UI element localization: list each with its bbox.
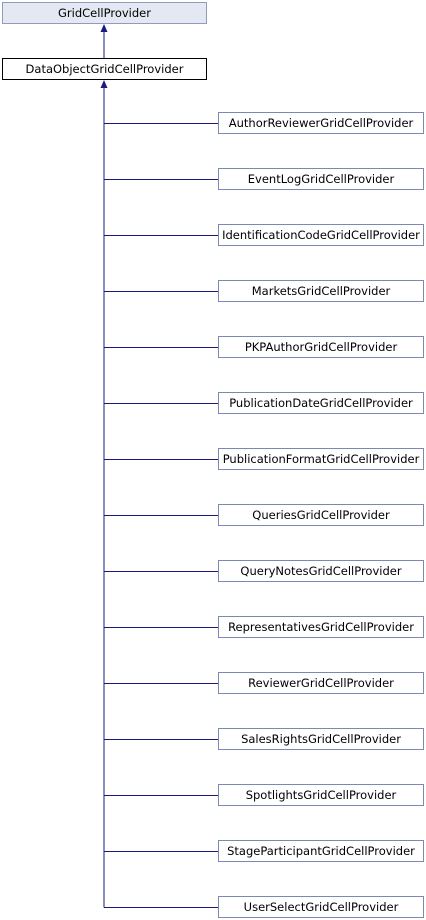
arrowhead-focus bbox=[100, 80, 108, 88]
focus-class-node[interactable]: DataObjectGridCellProvider bbox=[2, 58, 207, 80]
subclass-node[interactable]: PKPAuthorGridCellProvider bbox=[218, 336, 424, 358]
subclass-label: MarketsGridCellProvider bbox=[251, 284, 391, 298]
subclass-node[interactable]: ReviewerGridCellProvider bbox=[218, 672, 424, 694]
subclass-node[interactable]: UserSelectGridCellProvider bbox=[218, 896, 424, 918]
arrowhead-base bbox=[100, 24, 108, 32]
subclass-node[interactable]: RepresentativesGridCellProvider bbox=[218, 616, 424, 638]
subclass-label: ReviewerGridCellProvider bbox=[248, 676, 394, 690]
subclass-label: AuthorReviewerGridCellProvider bbox=[228, 116, 414, 130]
subclass-node[interactable]: AuthorReviewerGridCellProvider bbox=[218, 112, 424, 134]
subclass-label: IdentificationCodeGridCellProvider bbox=[222, 228, 420, 242]
subclass-node[interactable]: PublicationFormatGridCellProvider bbox=[218, 448, 424, 470]
subclass-label: PublicationDateGridCellProvider bbox=[229, 396, 413, 410]
subclass-label: QueriesGridCellProvider bbox=[252, 508, 390, 522]
subclass-node[interactable]: PublicationDateGridCellProvider bbox=[218, 392, 424, 414]
subclass-label: QueryNotesGridCellProvider bbox=[240, 564, 402, 578]
subclass-node[interactable]: QueryNotesGridCellProvider bbox=[218, 560, 424, 582]
base-class-label: GridCellProvider bbox=[58, 6, 151, 20]
subclass-label: RepresentativesGridCellProvider bbox=[228, 620, 414, 634]
subclass-node[interactable]: IdentificationCodeGridCellProvider bbox=[218, 224, 424, 246]
subclass-label: SpotlightsGridCellProvider bbox=[245, 788, 397, 802]
subclass-node[interactable]: SalesRightsGridCellProvider bbox=[218, 728, 424, 750]
subclass-label: SalesRightsGridCellProvider bbox=[241, 732, 401, 746]
subclass-label: PublicationFormatGridCellProvider bbox=[222, 452, 420, 466]
subclass-label: StageParticipantGridCellProvider bbox=[227, 844, 415, 858]
subclass-node[interactable]: StageParticipantGridCellProvider bbox=[218, 840, 424, 862]
subclass-node[interactable]: EventLogGridCellProvider bbox=[218, 168, 424, 190]
subclass-node[interactable]: QueriesGridCellProvider bbox=[218, 504, 424, 526]
subclass-label: EventLogGridCellProvider bbox=[247, 172, 395, 186]
base-class-node[interactable]: GridCellProvider bbox=[2, 2, 207, 24]
focus-class-label: DataObjectGridCellProvider bbox=[25, 62, 184, 76]
subclass-label: UserSelectGridCellProvider bbox=[243, 900, 399, 914]
subclass-node[interactable]: SpotlightsGridCellProvider bbox=[218, 784, 424, 806]
subclass-label: PKPAuthorGridCellProvider bbox=[244, 340, 398, 354]
subclass-node[interactable]: MarketsGridCellProvider bbox=[218, 280, 424, 302]
